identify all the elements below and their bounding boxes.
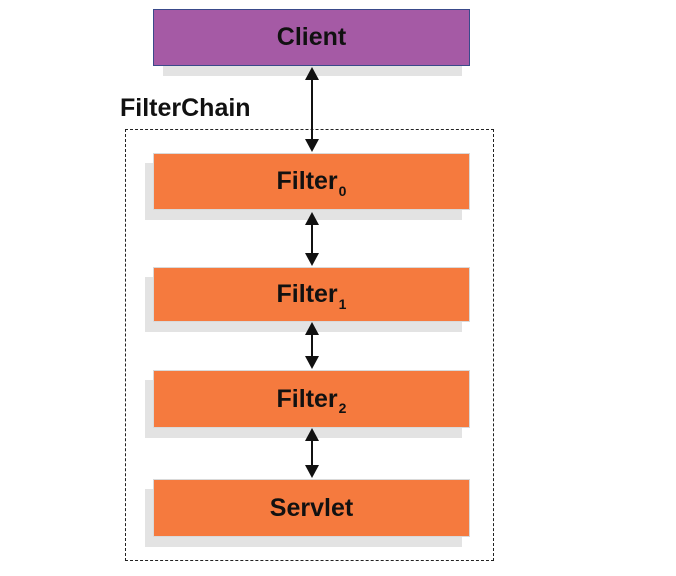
servlet-node: Servlet (153, 479, 470, 537)
arrowhead-down (305, 465, 319, 478)
filter-label: Filter (276, 280, 338, 308)
filter-chain-label: FilterChain (120, 94, 251, 122)
client-node: Client (153, 9, 470, 66)
client-label: Client (276, 23, 347, 51)
filter-label: Filter (276, 167, 338, 195)
arrowhead-down (305, 253, 319, 266)
arrowhead-up (305, 212, 319, 225)
filter-chain-frame (125, 129, 494, 561)
filter-subscript: 1 (338, 295, 347, 312)
filter-subscript: 0 (338, 182, 347, 199)
arrowhead-down (305, 139, 319, 152)
arrowhead-up (305, 428, 319, 441)
arrowhead-up (305, 322, 319, 335)
filter-subscript: 2 (338, 400, 347, 416)
arrowhead-down (305, 356, 319, 369)
filter-label: Filter (276, 384, 338, 413)
servlet-label: Servlet (269, 493, 354, 522)
arrowhead-up (305, 67, 319, 80)
